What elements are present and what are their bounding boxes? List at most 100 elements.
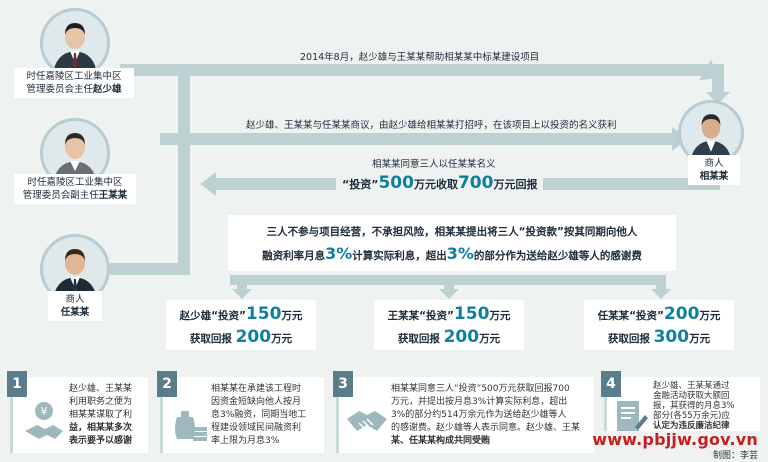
note-card-2: 2 相某某在承建该工程时 因资金短缺向他人按月 息3%融资，同期当地工 程建设领… bbox=[157, 371, 325, 453]
agreement-line2: 融资利率月息3%计算实际利息，超出3%的部分作为送给赵少雄等人的感谢费 bbox=[238, 243, 666, 267]
agreement-box: 三人不参与项目经营，不承担风险，相某某提出将三人“投资款”按其同期向他人 融资利… bbox=[228, 215, 676, 271]
return-amount: 300 bbox=[653, 327, 690, 347]
merchant-left-label: 商人 任某某 bbox=[48, 291, 102, 321]
dist-arrowhead-mid bbox=[439, 289, 459, 299]
note-line: 部分(各55万余元)应 bbox=[653, 411, 730, 421]
merchant-left-role: 商人 bbox=[65, 294, 85, 305]
merchant-left-name: 任某某 bbox=[60, 307, 90, 318]
note-line: 相某某同意三人“投资”500万元获取回报700 bbox=[391, 384, 570, 394]
note-line: 赵少雄、王某某通过 bbox=[653, 381, 730, 391]
official1-name: 赵少雄 bbox=[93, 84, 122, 95]
investor-name: 王某某“投资” bbox=[387, 310, 454, 322]
invest-amount: 150 bbox=[245, 304, 282, 324]
return-label: 获取回报 bbox=[189, 333, 232, 345]
note-line: 利用职务之便为 bbox=[69, 397, 133, 407]
official1-title: 时任嘉陵区工业集中区 bbox=[26, 71, 122, 82]
flow-step1-text: 2014年8月，赵少雄与王某某帮助相某某中标某建设项目 bbox=[300, 52, 540, 63]
note-line: 表示要予以感谢 bbox=[69, 436, 133, 446]
note-line: 益，相某某多次 bbox=[69, 423, 133, 433]
return-label: 获取回报 bbox=[397, 333, 440, 345]
flow-step3-invest-label: “投资” bbox=[342, 178, 379, 191]
chart-credit: 制图：李芸 bbox=[712, 451, 758, 461]
watermark: www.pbjjw.gov.vn bbox=[592, 430, 758, 449]
note-line: 报，其获得的月息3% bbox=[653, 401, 735, 411]
agreement-rate2: 3% bbox=[446, 244, 474, 263]
note-line: 某、任某某构成共同受贿 bbox=[391, 436, 491, 446]
person-icon bbox=[690, 114, 732, 163]
dist-arrow-right bbox=[656, 275, 666, 291]
dist-arrow-mid bbox=[444, 275, 454, 291]
agreement-thanks-fee: 的部分作为送给赵少雄等人的感谢费 bbox=[473, 250, 642, 262]
merchant-right-role: 商人 bbox=[704, 158, 724, 169]
agreement-line1: 三人不参与项目经营，不承担风险，相某某提出将三人“投资款”按其同期向他人 bbox=[266, 226, 638, 238]
note-line: 认定为违反廉洁纪律 bbox=[653, 421, 730, 431]
official2-label: 时任嘉陵区工业集中区 管理委员会副主任王某某 bbox=[14, 174, 136, 204]
official1-label: 时任嘉陵区工业集中区 管理委员会主任赵少雄 bbox=[14, 68, 134, 98]
note-number: 1 bbox=[7, 371, 27, 397]
dist-arrow-left bbox=[237, 275, 247, 291]
note-line: 赵少雄、王某某 bbox=[69, 384, 133, 394]
invest-unit: 万元 bbox=[281, 310, 303, 322]
return-amount: 200 bbox=[443, 327, 480, 347]
flow-step3-line1: 相某某同意三人以任某某名义 bbox=[372, 159, 496, 170]
flow-step3-line2: “投资”500万元收取700万元回报 bbox=[336, 173, 544, 193]
flow-arrow-1-down bbox=[712, 64, 724, 94]
left-connector bbox=[178, 75, 190, 275]
official2-title: 时任嘉陵区工业集中区 bbox=[27, 177, 123, 188]
dist-arrowhead-left bbox=[232, 289, 252, 299]
agreement-middle: 计算实际利息，超出 bbox=[352, 250, 447, 262]
person-icon bbox=[53, 23, 97, 75]
official2-position: 管理委员会副主任 bbox=[22, 190, 99, 201]
note-text: 相某某同意三人“投资”500万元获取回报700 万元，并提出按月息3%计算实际利… bbox=[391, 383, 595, 448]
flow-arrow-1 bbox=[120, 64, 715, 76]
note-line: 程建设领域民间融资利 bbox=[211, 423, 302, 433]
note-line: 金融活动获取大额回 bbox=[653, 391, 730, 401]
merchant-right-label: 商人 相某某 bbox=[688, 155, 740, 185]
svg-text:¥: ¥ bbox=[41, 405, 48, 418]
note-text: 相某某在承建该工程时 因资金短缺向他人按月 息3%融资，同期当地工 程建设领域民… bbox=[211, 383, 325, 448]
flow-arrow-2 bbox=[160, 133, 675, 145]
note-card-3: 3 相某某同意三人“投资”500万元获取回报700 万元，并提出按月息3%计算实… bbox=[333, 371, 595, 453]
invest-amount: 150 bbox=[453, 304, 490, 324]
investment-box-wang: 王某某“投资”150万元 获取回报 200万元 bbox=[374, 300, 524, 350]
return-label: 获取回报 bbox=[607, 333, 650, 345]
invest-unit: 万元 bbox=[489, 310, 511, 322]
invest-amount: 200 bbox=[663, 304, 700, 324]
return-unit: 万元 bbox=[271, 333, 293, 345]
handshake-icon bbox=[347, 411, 387, 431]
note-number: 3 bbox=[333, 371, 353, 397]
official1-position: 管理委员会主任 bbox=[26, 84, 93, 95]
investor-name: 任某某“投资” bbox=[597, 310, 664, 322]
invest-unit: 万元 bbox=[699, 310, 721, 322]
money-bags-icon bbox=[175, 411, 207, 441]
investor-name: 赵少雄“投资” bbox=[179, 310, 246, 322]
flow-step3-invest-amount: 500 bbox=[378, 173, 414, 193]
note-text: 赵少雄、王某某 利用职务之便为 相某某谋取了利 益，相某某多次 表示要予以感谢 bbox=[69, 383, 147, 448]
agreement-rate1: 3% bbox=[325, 244, 353, 263]
note-line: 息3%融资，同期当地工 bbox=[211, 410, 307, 420]
return-unit: 万元 bbox=[479, 333, 501, 345]
note-number: 4 bbox=[601, 371, 621, 397]
agreement-rate-label: 融资利率月息 bbox=[262, 250, 326, 262]
official2-name: 王某某 bbox=[98, 190, 128, 201]
document-pen-icon bbox=[617, 401, 648, 431]
note-line: 3%的部分约514万余元作为送给赵少雄等人 bbox=[391, 410, 567, 420]
flow-step2-text: 赵少雄、王某某与任某某商议，由赵少雄给相某某打招呼，在该项目上以投资的名义获利 bbox=[246, 120, 617, 131]
handshake-money-icon: ¥ bbox=[25, 402, 63, 439]
return-amount: 200 bbox=[235, 327, 272, 347]
note-line: 相某某在承建该工程时 bbox=[211, 384, 302, 394]
note-line: 万元，并提出按月息3%计算实际利息，超出 bbox=[391, 397, 568, 407]
left-connector-bottom bbox=[110, 263, 190, 275]
investment-box-zhao: 赵少雄“投资”150万元 获取回报 200万元 bbox=[166, 300, 316, 350]
note-line: 的感谢费。赵少雄等人表示同意。赵少雄、王某 bbox=[391, 423, 581, 433]
investment-box-ren: 任某某“投资”200万元 获取回报 300万元 bbox=[584, 300, 734, 350]
arrowhead-3 bbox=[200, 172, 216, 196]
dist-arrowhead-right bbox=[651, 289, 671, 299]
merchant-right-name: 相某某 bbox=[699, 171, 729, 182]
flow-step3-middle: 万元收取 bbox=[413, 178, 458, 191]
note-line: 因资金短缺向他人按月 bbox=[211, 397, 302, 407]
flow-step3-suffix: 万元回报 bbox=[493, 178, 538, 191]
flow-step3-return-amount: 700 bbox=[457, 173, 494, 193]
note-number: 2 bbox=[157, 371, 177, 397]
note-line: 相某某谋取了利 bbox=[69, 410, 133, 420]
